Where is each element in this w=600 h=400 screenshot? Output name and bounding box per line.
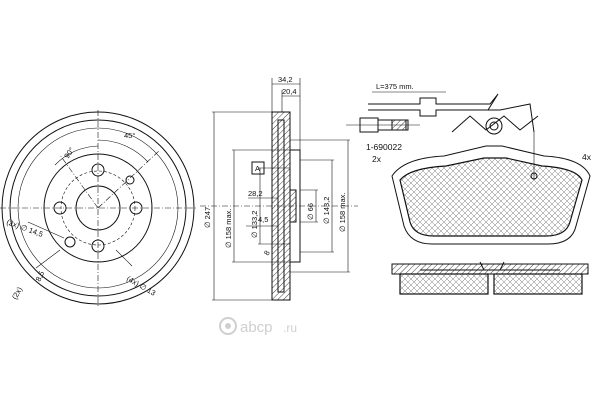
sensor-length-label: L=375 mm. [376,82,414,91]
width-20-4-label: 20,4 [282,87,297,96]
angle-45-label: 45° [124,131,135,140]
thread-8-5-label: 8,5 [34,270,47,283]
dia-66-label: ∅ 66 [306,203,315,220]
angle-90-label: 90° [62,146,76,160]
width-34-2-label: 34,2 [278,75,293,84]
dia-143-2-label: ∅ 143,2 [322,197,331,224]
dia-247-label: ∅ 247 [203,207,212,228]
brake-pad: 4x [391,115,592,295]
disc-section-view: 34,2 20,4 A 28,2 4,5 ∅ 247 ∅ 158 max. ∅ … [200,75,358,301]
watermark-domain: .ru [283,321,297,335]
count-2x-label: (2x) [10,285,25,301]
hole-dia-14-label: (2x) ∅ 14,5 [5,217,44,239]
screw-hole-b [125,175,135,185]
dim-28-2-label: 28,2 [248,189,263,198]
dim-8-label: 8 [262,249,272,257]
screw-hole-a [64,236,76,248]
dia-158-right-label: ∅ 158 max. [338,193,347,232]
part-number-label: 1-690022 [366,142,402,152]
wear-sensor: L=375 mm. 1-690022 2x [346,82,535,164]
qty-sensor-label: 2x [372,154,382,164]
disc-front-view: 90° 45° (2x) ∅ 14,5 8,5 (4x) ∅ 13 (2x) [0,110,198,306]
watermark-brand: abcp [240,319,273,336]
watermark: abcp .ru [219,317,297,336]
detail-a-label: A [255,164,260,173]
dim-4-5-label: 4,5 [258,215,268,224]
qty-pads-label: 4x [582,152,592,162]
dia-158-left-label: ∅ 158 max. [224,209,233,248]
dia-133-2-label: ∅ 133,2 [250,211,259,238]
friction-material [399,157,583,237]
